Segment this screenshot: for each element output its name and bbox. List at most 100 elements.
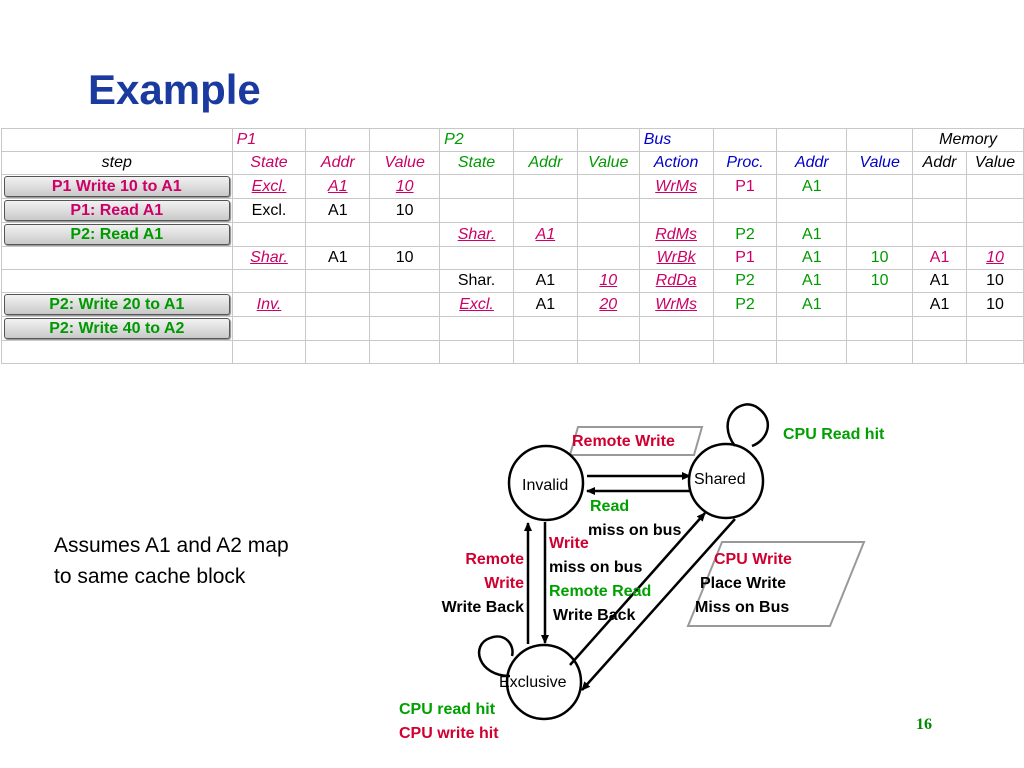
cell-p1-addr <box>305 340 371 364</box>
cell-mem-addr <box>912 174 968 199</box>
cell-value: A1 <box>802 249 822 266</box>
write-back-left-label: Write Back <box>442 599 525 616</box>
col-header-p1-state: State <box>231 151 307 175</box>
exclusive-to-shared-arrow <box>569 512 706 666</box>
cell-bus-value <box>846 340 914 364</box>
cell-bus-addr: A1 <box>776 292 848 317</box>
cell-bus-action: WrMs <box>638 292 714 317</box>
cell-bus-action <box>638 316 714 341</box>
cell-value: Shar. <box>457 225 496 243</box>
cell-p2-value <box>576 340 640 364</box>
cell-value: A1 <box>929 295 950 313</box>
shared-state-label: Shared <box>694 471 746 488</box>
cell-value: 10 <box>986 295 1004 313</box>
cell-bus-addr: A1 <box>776 269 848 293</box>
cell-value: 10 <box>395 201 414 219</box>
write-back-center-label: Write Back <box>553 607 636 624</box>
col-header-bus-proc: Proc. <box>712 151 778 175</box>
cell-bus-action: WrMs <box>638 174 714 199</box>
cell-value: WrBk <box>656 249 696 266</box>
exclusive-self-loop-arrow <box>477 635 514 678</box>
shared-to-exclusive-arrow <box>581 518 736 691</box>
exclusive-state <box>505 643 583 721</box>
cell-p2-addr <box>512 340 578 364</box>
col-header-p2-addr: Addr <box>512 151 578 175</box>
cell-p2-state <box>439 340 514 364</box>
cell-p2-value <box>576 316 640 341</box>
cell-p1-state: Inv. <box>231 292 307 317</box>
cell-p1-addr: A1 <box>305 198 371 223</box>
cell-p1-value: 10 <box>369 246 441 270</box>
step-button[interactable]: P2: Write 20 to A1 <box>4 294 230 315</box>
cell-bus-addr <box>776 316 848 341</box>
step-button[interactable]: P1: Read A1 <box>4 200 230 221</box>
cell-value: 20 <box>599 295 618 313</box>
shared-state <box>687 442 765 520</box>
cell-bus-proc: P1 <box>712 246 778 270</box>
cell-mem-value <box>966 340 1024 364</box>
col-header-mem-addr: Addr <box>912 151 968 175</box>
cell-value: Excl. <box>251 201 287 219</box>
step-button[interactable]: P2: Write 40 to A2 <box>4 318 230 339</box>
cell-mem-value <box>966 174 1024 199</box>
write-miss-on-bus-label: miss on bus <box>549 559 642 576</box>
cell-p1-addr <box>305 292 371 317</box>
cell-mem-addr: A1 <box>912 246 968 270</box>
cell-bus-proc: P2 <box>712 269 778 293</box>
shared-self-loop-arrow <box>726 403 770 448</box>
cell-value: A1 <box>328 177 348 195</box>
read-label: Read <box>590 498 629 515</box>
cell-bus-proc: P2 <box>712 222 778 247</box>
cell-mem-addr <box>912 340 968 364</box>
read-miss-on-bus-label: miss on bus <box>588 522 681 539</box>
remote-write-label: Remote Write <box>572 433 675 450</box>
cpu-read-hit-exclusive-label: CPU read hit <box>399 701 496 718</box>
cell-p2-state <box>439 198 514 223</box>
cell-value: P1 <box>735 177 755 195</box>
step-button[interactable]: P2: Read A1 <box>4 224 230 245</box>
cell-p1-value <box>369 340 441 364</box>
empty-cell <box>1 128 233 152</box>
cell-p2-addr <box>512 198 578 223</box>
cell-p1-addr: A1 <box>305 174 371 199</box>
cell-p2-state: Excl. <box>439 292 514 317</box>
miss-on-bus-label: Miss on Bus <box>695 599 789 616</box>
group-header-bus: Bus <box>638 128 714 152</box>
cpu-write-hit-label: CPU write hit <box>399 725 499 742</box>
cell-value: A1 <box>802 225 822 243</box>
col-header-step: step <box>1 151 233 175</box>
cell-bus-addr: A1 <box>776 222 848 247</box>
step-cell <box>1 269 233 293</box>
cell-value: 10 <box>599 272 618 289</box>
remote-read-label: Remote Read <box>549 583 651 600</box>
cell-p1-value <box>369 269 441 293</box>
place-write-label: Place Write <box>700 575 786 592</box>
slide-title: Example <box>88 66 261 113</box>
cell-value: 10 <box>986 249 1004 266</box>
step-cell: P1 Write 10 to A1 <box>1 174 233 199</box>
exclusive-state-label: Exclusive <box>499 674 567 691</box>
cell-value: A1 <box>929 272 950 289</box>
cell-p2-state <box>439 174 514 199</box>
col-header-p2-value: Value <box>576 151 640 175</box>
cell-value: Excl. <box>459 295 494 313</box>
cell-value: A1 <box>535 295 556 313</box>
cpu-write-box <box>686 541 866 627</box>
step-button[interactable]: P1 Write 10 to A1 <box>4 176 230 197</box>
cell-mem-value: 10 <box>966 292 1024 317</box>
cell-bus-addr: A1 <box>776 246 848 270</box>
cell-bus-proc <box>712 340 778 364</box>
cell-mem-addr <box>912 316 968 341</box>
cell-value: 10 <box>870 249 889 266</box>
cell-value: P1 <box>735 249 755 266</box>
cell-p2-addr: A1 <box>512 269 578 293</box>
cell-p2-value: 10 <box>576 269 640 293</box>
cell-value: 10 <box>870 272 889 289</box>
cell-value: A1 <box>535 272 556 289</box>
cell-value: P2 <box>735 272 755 289</box>
step-cell <box>1 246 233 270</box>
cell-value: P2 <box>735 295 755 313</box>
